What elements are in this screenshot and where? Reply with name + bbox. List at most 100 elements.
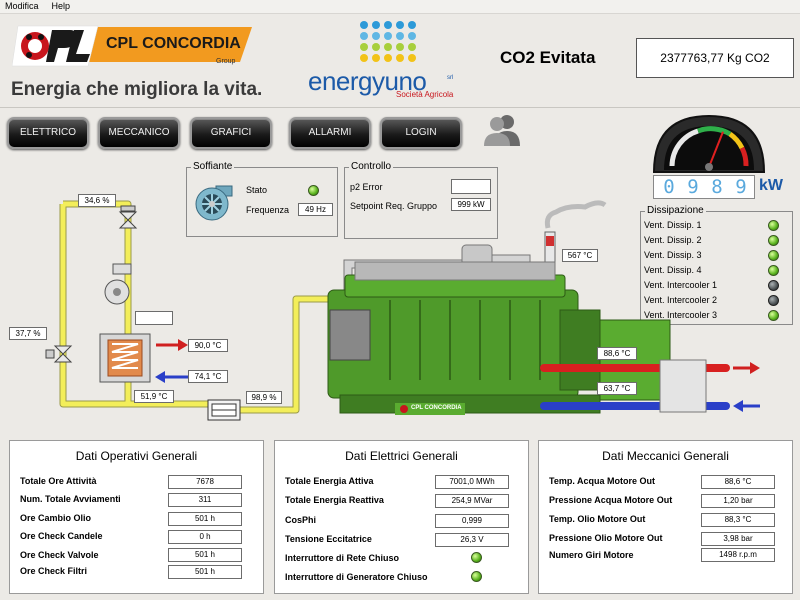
dissipazione-title: Dissipazione bbox=[645, 205, 706, 216]
dissip-item-3: Vent. Dissip. 3 bbox=[644, 250, 702, 260]
mec-label-1: Temp. Acqua Motore Out bbox=[549, 476, 656, 486]
controllo-group: Controllo p2 Error Setpoint Req. Gruppo … bbox=[344, 161, 498, 239]
water-in-temp: 63,7 °C bbox=[597, 382, 637, 395]
partner-name: energyuno bbox=[308, 66, 427, 96]
dissip-led-6 bbox=[768, 295, 779, 306]
setpoint-value: 999 kW bbox=[451, 198, 491, 211]
panel-elettrici-title: Dati Elettrici Generali bbox=[345, 449, 458, 463]
co2-label: CO2 Evitata bbox=[500, 48, 596, 67]
dissip-led-4 bbox=[768, 265, 779, 276]
slogan: Energia che migliora la vita. bbox=[11, 79, 263, 100]
panel-operativi-title: Dati Operativi Generali bbox=[75, 449, 198, 463]
header-divider bbox=[0, 107, 800, 108]
power-gauge bbox=[652, 114, 766, 173]
bypass-value: 98,9 % bbox=[246, 391, 282, 404]
dissip-item-1: Vent. Dissip. 1 bbox=[644, 220, 702, 230]
rete-led bbox=[471, 552, 482, 563]
el-led-label-1: Interruttore di Rete Chiuso bbox=[285, 553, 400, 563]
gauge-digit-4: 9 bbox=[735, 176, 747, 198]
soffiante-freq-label: Frequenza bbox=[246, 205, 290, 215]
blower-icon bbox=[195, 185, 233, 221]
dissipazione-group: Dissipazione Vent. Dissip. 1 Vent. Dissi… bbox=[640, 205, 793, 325]
hx-out-temp: 90,0 °C bbox=[188, 339, 228, 352]
valve-top-value: 34,6 % bbox=[78, 194, 116, 207]
dissip-led-7 bbox=[768, 310, 779, 321]
op-label-3: Ore Cambio Olio bbox=[20, 513, 92, 523]
el-value-2: 254,9 MVar bbox=[435, 494, 509, 508]
op-value-2: 311 bbox=[168, 493, 242, 507]
op-label-1: Totale Ore Attività bbox=[20, 476, 97, 486]
process-diagram bbox=[45, 200, 760, 421]
generatore-led bbox=[471, 571, 482, 582]
panel-meccanici-title: Dati Meccanici Generali bbox=[602, 449, 729, 463]
el-value-1: 7001,0 MWh bbox=[435, 475, 509, 489]
dissip-item-4: Vent. Dissip. 4 bbox=[644, 265, 702, 275]
op-label-6: Ore Check Filtri bbox=[20, 566, 88, 576]
mec-value-5: 1498 r.p.m bbox=[701, 548, 775, 562]
menu-help[interactable]: Help bbox=[51, 1, 71, 11]
partner-subtitle: Società Agricola bbox=[396, 90, 454, 99]
energyuno-logo: energyuno srl Società Agricola bbox=[308, 20, 478, 104]
engine-brand: CPL CONCORDIA bbox=[411, 405, 462, 411]
co2-value: 2377763,77 Kg CO2 bbox=[636, 38, 794, 78]
panel-meccanici: Dati Meccanici Generali Temp. Acqua Moto… bbox=[538, 440, 793, 594]
gauge-needle bbox=[708, 131, 724, 168]
cpl-logo-graphic bbox=[11, 25, 252, 67]
soffiante-stato-led bbox=[308, 185, 319, 196]
mec-label-2: Pressione Acqua Motore Out bbox=[549, 495, 673, 505]
nav-allarmi-button[interactable]: ALLARMI bbox=[289, 117, 371, 149]
el-led-label-2: Interruttore di Generatore Chiuso bbox=[285, 572, 428, 582]
el-label-4: Tensione Eccitatrice bbox=[285, 534, 372, 544]
op-value-3: 501 h bbox=[168, 512, 242, 526]
nav-login-button[interactable]: LOGIN bbox=[380, 117, 462, 149]
p2-error-label: p2 Error bbox=[350, 182, 383, 192]
dissip-led-3 bbox=[768, 250, 779, 261]
el-value-3: 0,999 bbox=[435, 514, 509, 528]
dissip-item-6: Vent. Intercooler 2 bbox=[644, 295, 718, 305]
hx-bottom-temp: 51,9 °C bbox=[134, 390, 174, 403]
setpoint-label: Setpoint Req. Gruppo bbox=[350, 201, 438, 211]
op-value-6: 501 h bbox=[168, 565, 242, 579]
op-label-2: Num. Totale Avviamenti bbox=[20, 494, 121, 504]
menu-modifica[interactable]: Modifica bbox=[5, 1, 39, 11]
heat-exchanger-icon bbox=[99, 333, 151, 383]
mec-value-2: 1,20 bar bbox=[701, 494, 775, 508]
blank-value bbox=[135, 311, 173, 325]
exhaust-temp: 567 °C bbox=[562, 249, 598, 262]
users-icon[interactable] bbox=[482, 112, 522, 146]
op-label-4: Ore Check Candele bbox=[20, 531, 103, 541]
el-label-2: Totale Energia Reattiva bbox=[285, 495, 384, 505]
dissip-led-1 bbox=[768, 220, 779, 231]
panel-elettrici: Dati Elettrici Generali Totale Energia A… bbox=[274, 440, 529, 594]
valve-top-icon bbox=[118, 205, 138, 229]
hx-in-temp: 74,1 °C bbox=[188, 370, 228, 383]
gauge-digit-2: 9 bbox=[687, 176, 699, 198]
menu-bar: Modifica Help bbox=[0, 0, 800, 14]
soffiante-group: Soffiante Stato Frequenza 49 Hz bbox=[186, 161, 338, 237]
pump-icon bbox=[104, 263, 132, 305]
nav-elettrico-button[interactable]: ELETTRICO bbox=[7, 117, 89, 149]
dissip-led-5 bbox=[768, 280, 779, 291]
nav-meccanico-button[interactable]: MECCANICO bbox=[98, 117, 180, 149]
brand-group: Group bbox=[216, 58, 236, 65]
op-value-4: 0 h bbox=[168, 530, 242, 544]
soffiante-stato-label: Stato bbox=[246, 185, 268, 195]
soffiante-freq-value: 49 Hz bbox=[298, 203, 333, 216]
gauge-digit-1: 0 bbox=[663, 176, 675, 198]
bypass-valve-icon bbox=[207, 399, 241, 421]
mec-label-3: Temp. Olio Motore Out bbox=[549, 514, 646, 524]
controllo-title: Controllo bbox=[349, 161, 394, 172]
op-value-1: 7678 bbox=[168, 475, 242, 489]
brand-name: CPL CONCORDIA bbox=[106, 35, 241, 52]
energyuno-dots-icon bbox=[360, 21, 416, 62]
mec-value-4: 3,98 bar bbox=[701, 532, 775, 546]
cpl-logo: CPL CONCORDIA Group bbox=[11, 22, 258, 68]
gauge-digits: 0 9 8 9 bbox=[653, 175, 755, 199]
op-label-5: Ore Check Valvole bbox=[20, 550, 99, 560]
dissip-item-2: Vent. Dissip. 2 bbox=[644, 235, 702, 245]
valve-left-icon bbox=[45, 345, 73, 363]
nav-grafici-button[interactable]: GRAFICI bbox=[190, 117, 272, 149]
valve-left-value: 37,7 % bbox=[9, 327, 47, 340]
mec-label-4: Pressione Olio Motore Out bbox=[549, 533, 663, 543]
dissip-item-5: Vent. Intercooler 1 bbox=[644, 280, 718, 290]
